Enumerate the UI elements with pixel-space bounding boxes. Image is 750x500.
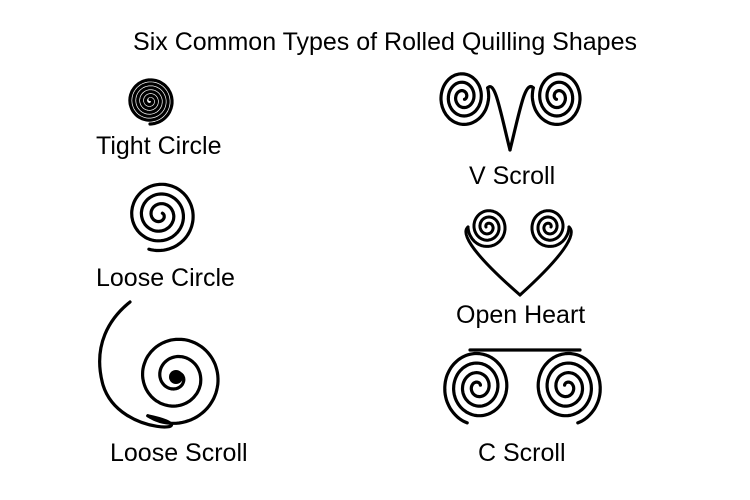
loose-scroll-center [169,370,183,384]
tight-circle-shape [128,78,174,126]
v-scroll-label: V Scroll [469,162,556,190]
open-heart-left-coil [466,209,507,248]
tight-circle-coil [128,78,174,126]
loose-circle-label: Loose Circle [96,264,235,292]
open-heart-right-coil [530,209,571,248]
v-scroll-shape [439,72,582,152]
open-heart-shape [464,209,573,297]
loose-circle-shape [130,182,195,253]
loose-circle-coil [130,182,195,253]
open-heart-left-arm [464,225,522,297]
v-scroll-right-coil [530,72,582,126]
c-scroll-right-coil [536,351,602,425]
open-heart-right-arm [518,225,573,297]
v-scroll-left-coil [439,72,491,126]
loose-scroll-tail [98,300,174,429]
loose-scroll-label: Loose Scroll [110,439,248,467]
c-scroll-left-coil [443,351,509,425]
loose-scroll-shape [98,300,220,429]
v-scroll-left-arm [486,84,512,152]
c-scroll-shape [443,348,602,425]
open-heart-label: Open Heart [456,301,586,329]
c-scroll-label: C Scroll [478,439,566,467]
tight-circle-label: Tight Circle [96,132,222,160]
v-scroll-right-arm [508,84,535,152]
loose-scroll-coil [141,337,220,425]
diagram-title: Six Common Types of Rolled Quilling Shap… [133,28,637,56]
